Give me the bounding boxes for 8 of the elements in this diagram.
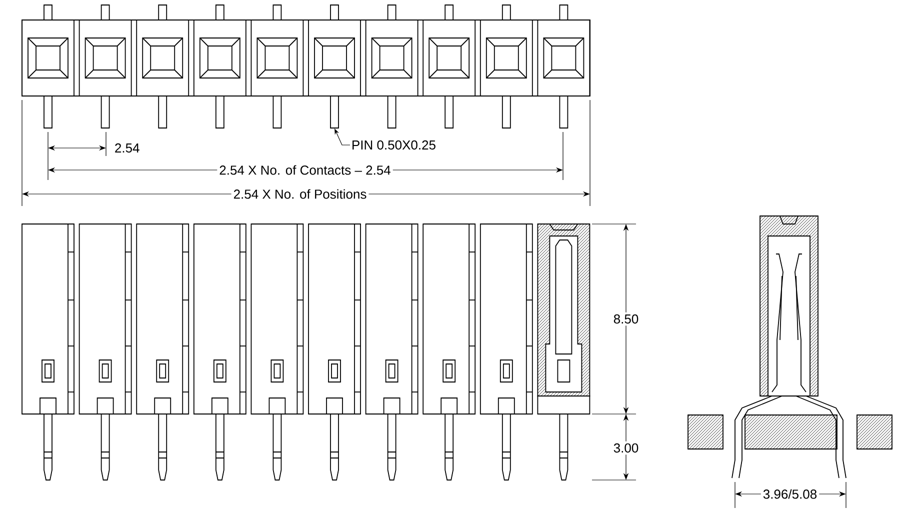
dimension-label: 2.54 [112,141,142,155]
dimension-label: 2.54 X No. of Contacts – 2.54 [217,163,393,177]
pin [330,96,339,128]
dimension-label: 3.00 [611,441,641,455]
callout-text: PIN 0.50X0.25 [352,140,436,150]
dimension-label: 2.54 X No. of Positions [231,187,369,201]
dimension-label: 3.96/5.08 [760,487,820,501]
dimension-label: 8.50 [611,312,641,326]
